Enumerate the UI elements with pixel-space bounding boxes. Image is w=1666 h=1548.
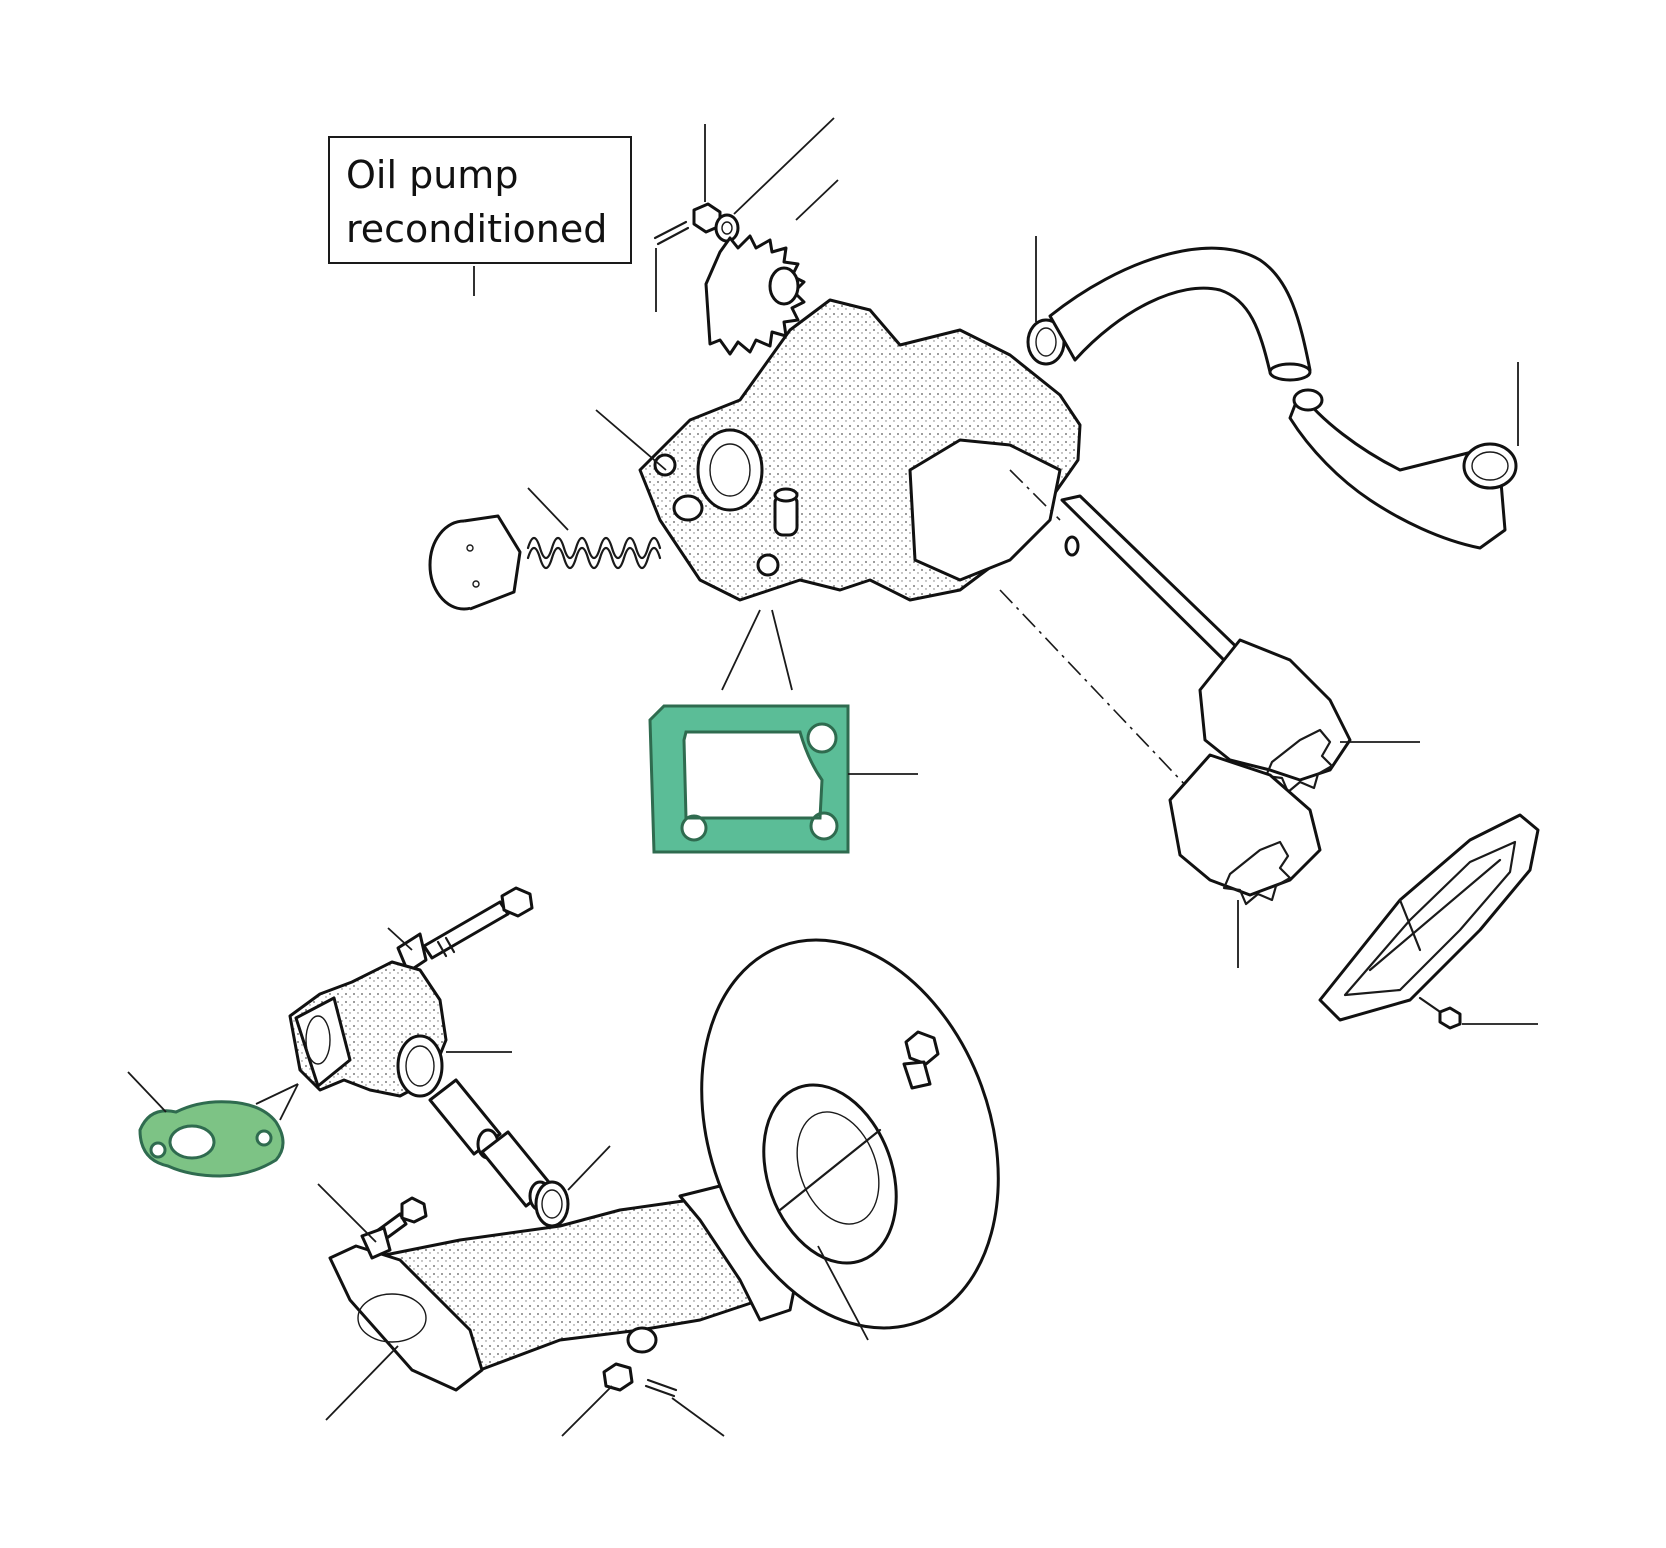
centre-line (999, 589, 1191, 791)
o-ring-pipe-upper (1026, 236, 1066, 366)
nut-lower (561, 1362, 634, 1437)
pump-body-gasket-highlighted (648, 704, 918, 854)
pipe-elbow (1288, 362, 1519, 550)
leader-body-gasket-left (721, 609, 761, 691)
split-pin-lower (644, 1378, 725, 1437)
gasket-small-shape (138, 1100, 285, 1178)
relief-valve-cap (428, 514, 522, 611)
strainer-bolt (902, 1030, 940, 1090)
relief-valve-spring (526, 487, 662, 570)
suction-elbow-housing (288, 960, 512, 1098)
lock-washer-upper-lower (387, 927, 428, 974)
nut-and-washer-upper (692, 117, 835, 243)
long-bolt (422, 886, 534, 960)
flange-bolt-and-washer (317, 1183, 428, 1260)
drive-gear (704, 179, 839, 356)
pump-cover-plate (1318, 813, 1540, 1022)
delivery-pipe (1048, 246, 1312, 382)
elbow-flange-gasket-highlighted (127, 1071, 299, 1178)
suction-pipe-outlet (626, 1326, 658, 1354)
outer-rotor (1168, 753, 1322, 968)
label-line-2: reconditioned (346, 207, 608, 251)
gasket-large-shape (648, 704, 850, 854)
o-ring-lower (534, 1145, 611, 1228)
label-line-1: Oil pump (346, 153, 519, 197)
cover-screw (1418, 996, 1538, 1030)
leader-body-gasket-right (771, 609, 793, 691)
label-oil-pump-reconditioned: Oil pump reconditioned (328, 136, 632, 264)
centre-line-2 (1009, 469, 1061, 521)
drive-shaft (1060, 494, 1252, 670)
pump-body (595, 298, 1082, 602)
inner-rotor (1198, 638, 1420, 794)
split-pin-upper (653, 220, 690, 312)
